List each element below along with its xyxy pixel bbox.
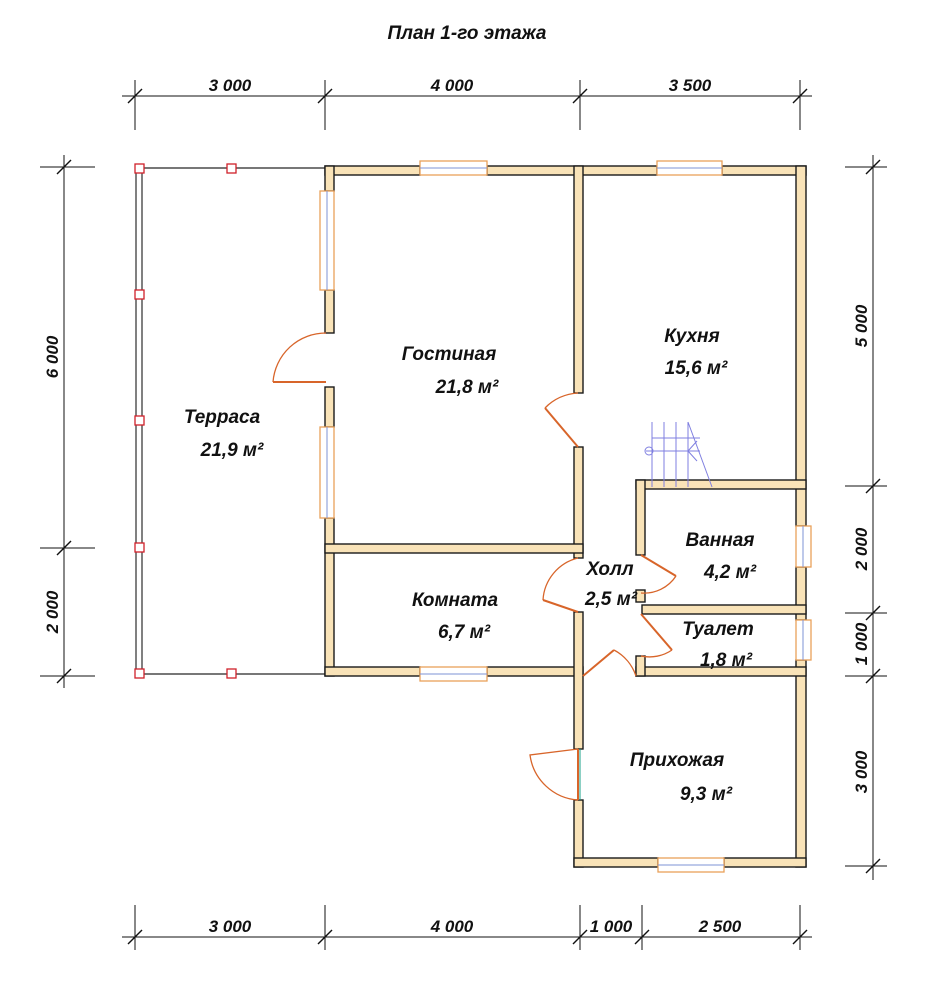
windows [319, 160, 812, 873]
plan-title: План 1-го этажа [388, 23, 547, 44]
dim-right-2: 2 000 [852, 527, 871, 571]
dimension-top: 3 000 4 000 3 500 [122, 76, 812, 130]
terrace-post [134, 415, 145, 426]
terrace-post [226, 668, 237, 679]
door-room [542, 557, 579, 613]
room-terrace-name: Терраса [184, 407, 261, 428]
door-entrance [529, 748, 581, 801]
room-bathroom-name: Ванная [686, 530, 755, 551]
dim-bottom-1: 3 000 [209, 917, 252, 936]
window [795, 619, 812, 661]
room-small-room-area: 6,7 м² [438, 622, 491, 643]
room-living-area: 21,8 м² [435, 377, 499, 398]
door-living [544, 392, 579, 448]
door-terrace [272, 332, 327, 383]
window [419, 160, 488, 176]
room-toilet-name: Туалет [682, 619, 754, 640]
room-terrace-area: 21,9 м² [200, 440, 264, 461]
window [795, 525, 812, 568]
terrace-post [134, 542, 145, 553]
walls [324, 165, 807, 868]
dim-bottom-4: 2 500 [698, 917, 742, 936]
window [319, 190, 335, 291]
terrace-post [134, 163, 145, 174]
room-vestibule-name: Прихожая [630, 750, 724, 771]
room-hall: Холл 2,5 м² [584, 559, 638, 610]
dimension-bottom: 3 000 4 000 1 000 2 500 [122, 905, 812, 950]
room-kitchen-area: 15,6 м² [665, 358, 728, 379]
room-small-room-name: Комната [412, 590, 499, 611]
dim-bottom-2: 4 000 [430, 917, 474, 936]
room-terrace: Терраса 21,9 м² [184, 407, 264, 461]
dim-left-1: 6 000 [43, 335, 62, 378]
door-vestibule [582, 649, 637, 677]
dim-bottom-3: 1 000 [590, 917, 633, 936]
window [657, 857, 725, 873]
dim-top-1: 3 000 [209, 76, 252, 95]
dimension-left: 6 000 2 000 [40, 155, 95, 688]
dim-top-3: 3 500 [669, 76, 712, 95]
terrace-post [226, 163, 237, 174]
door-bathroom [640, 554, 677, 594]
window [656, 160, 723, 176]
window [419, 666, 488, 682]
door-toilet [640, 613, 673, 658]
room-small-room: Комната 6,7 м² [412, 590, 499, 643]
room-bathroom-area: 4,2 м² [703, 562, 757, 583]
dim-top-2: 4 000 [430, 76, 474, 95]
room-vestibule-area: 9,3 м² [680, 784, 733, 805]
dim-left-2: 2 000 [43, 590, 62, 634]
window [319, 426, 335, 519]
room-kitchen-name: Кухня [664, 326, 719, 347]
dim-right-3: 1 000 [852, 622, 871, 665]
room-hall-area: 2,5 м² [584, 589, 638, 610]
room-vestibule: Прихожая 9,3 м² [630, 750, 733, 805]
terrace-post [134, 289, 145, 300]
dimension-right: 5 000 2 000 1 000 3 000 [845, 155, 887, 880]
room-kitchen: Кухня 15,6 м² [664, 326, 728, 379]
room-hall-name: Холл [585, 559, 633, 580]
room-bathroom: Ванная 4,2 м² [686, 530, 757, 583]
room-toilet: Туалет 1,8 м² [682, 619, 754, 671]
staircase [644, 421, 713, 488]
terrace-post [134, 668, 145, 679]
dim-right-4: 3 000 [852, 750, 871, 793]
room-living-name: Гостиная [402, 344, 497, 365]
dim-right-1: 5 000 [852, 304, 871, 347]
terrace-outline [134, 163, 325, 679]
room-living: Гостиная 21,8 м² [402, 344, 499, 398]
doors [272, 332, 677, 801]
room-toilet-area: 1,8 м² [700, 650, 753, 671]
